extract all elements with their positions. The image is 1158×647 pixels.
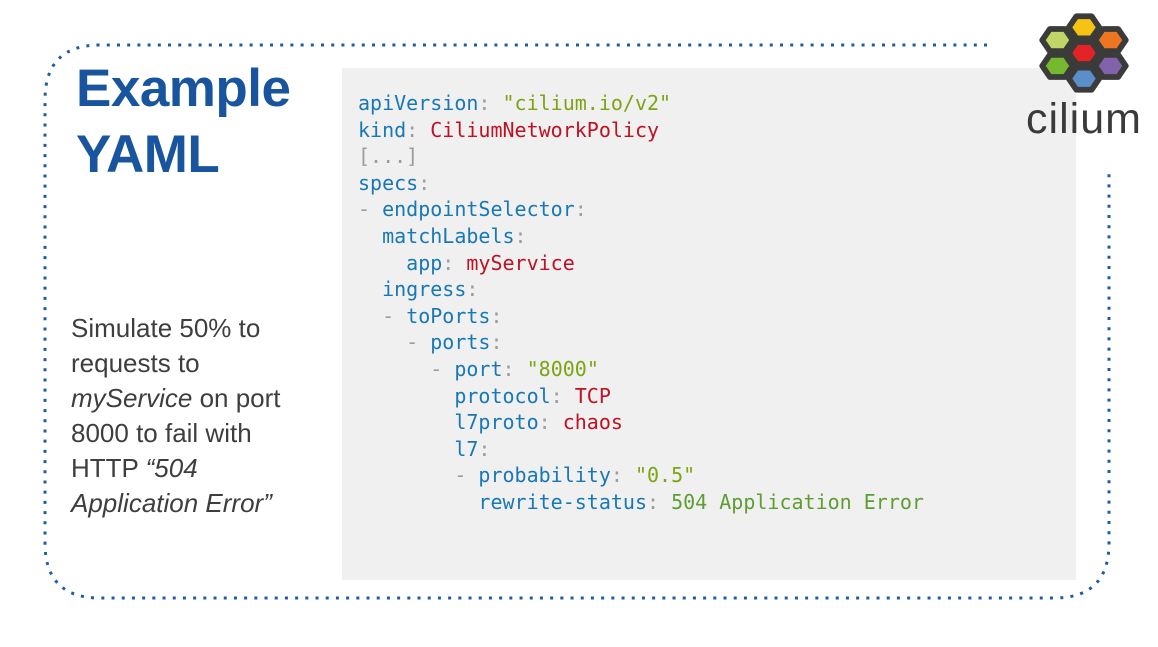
description-myservice: myService [71, 383, 193, 413]
cilium-logo-hexagons [1039, 13, 1129, 93]
cilium-logo: cilium [1010, 6, 1158, 141]
cilium-wordmark: cilium [1026, 95, 1142, 143]
code-line: - endpointSelector: [358, 197, 587, 222]
hexagon-top [1065, 13, 1103, 42]
hexagon-bottom [1065, 64, 1103, 93]
hexagon-bottom-left [1039, 51, 1076, 80]
yaml-code-block: apiVersion: "cilium.io/v2"kind: CiliumNe… [342, 68, 1076, 516]
code-line: - ports: [406, 330, 503, 355]
yaml-code-panel: apiVersion: "cilium.io/v2"kind: CiliumNe… [342, 68, 1076, 580]
code-line: l7proto: chaos [454, 410, 623, 435]
description-error-quote: “504 Application Error” [71, 453, 272, 518]
hexagon-top-right [1092, 26, 1129, 55]
code-line: - port: "8000" [430, 356, 599, 381]
code-line: apiVersion: "cilium.io/v2" [358, 91, 672, 115]
hexagon-bottom-right [1092, 51, 1129, 80]
description-part3: on port 8000 to fail with HTTP [71, 383, 281, 483]
code-line: [...] [358, 144, 419, 169]
code-line: - probability: "0.5" [454, 463, 696, 488]
code-line: l7: [454, 436, 491, 461]
code-line: specs: [358, 170, 431, 195]
description-text: Simulate 50% to requests to myService on… [71, 311, 313, 521]
hexagon-center [1065, 39, 1103, 67]
code-line: rewrite-status: 504 Application Error [478, 489, 924, 514]
code-line: - toPorts: [382, 303, 503, 328]
hexagon-top-left [1039, 26, 1076, 55]
code-line: app: myService [406, 250, 575, 275]
description-part1: Simulate 50% to requests to [71, 313, 261, 378]
code-line: protocol: TCP [454, 383, 611, 408]
code-line: ingress: [382, 277, 479, 302]
code-line: matchLabels: [382, 223, 527, 248]
code-line: kind: CiliumNetworkPolicy [358, 117, 660, 142]
slide-title: Example YAML [76, 59, 291, 184]
